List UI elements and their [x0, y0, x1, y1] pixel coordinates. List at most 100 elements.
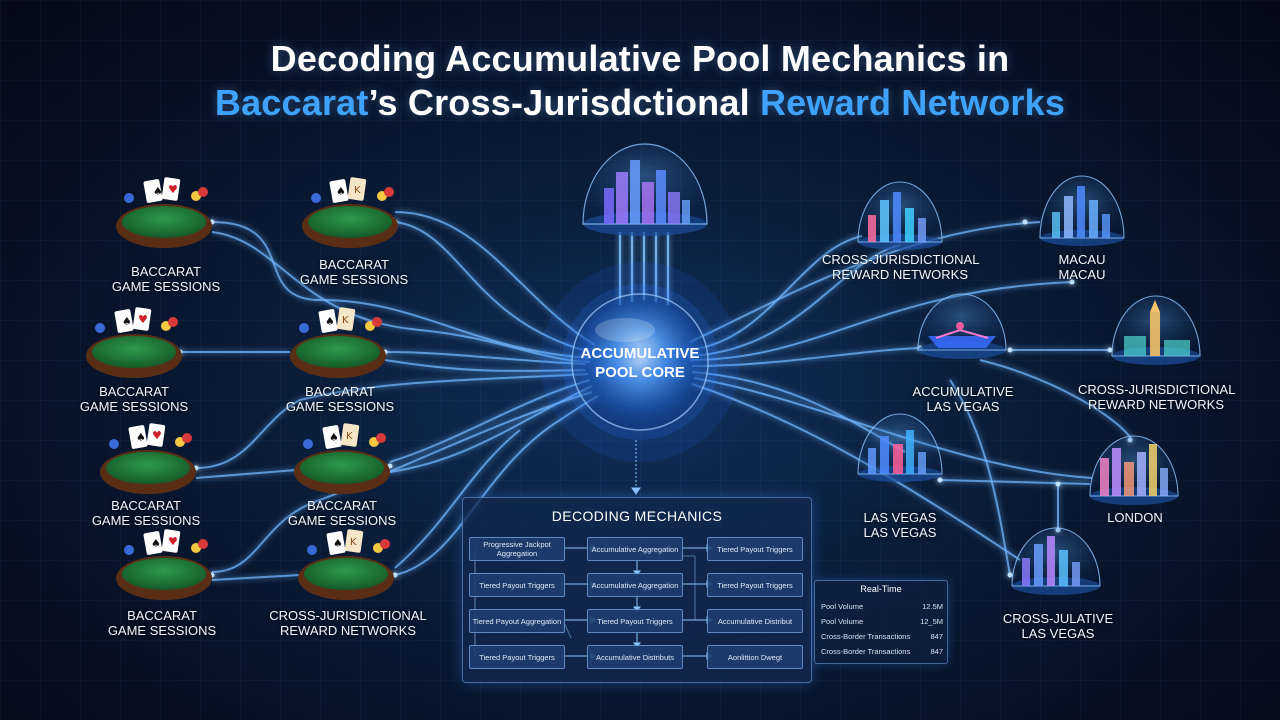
right-node-7-line1: CROSS-JULATIVE: [1002, 611, 1114, 626]
baccarat-table-7: ♠ ♥: [116, 529, 212, 600]
svg-text:♥: ♥: [168, 535, 178, 548]
right-node-label-3: ACCUMULATIVE LAS VEGAS: [898, 384, 1028, 414]
wire-bundle-top: [618, 232, 670, 305]
dome-las-vegas: [857, 413, 943, 482]
left-node-4-line2: GAME SESSIONS: [285, 399, 395, 414]
wire-bundle-right: [689, 221, 1133, 576]
right-node-label-2: MACAU MACAU: [1032, 252, 1132, 282]
svg-text:K: K: [346, 431, 353, 442]
left-node-7-line2: GAME SESSIONS: [107, 623, 217, 638]
svg-text:♠: ♠: [333, 537, 343, 550]
stat-row-4: Cross-Border Transactions 847: [821, 647, 943, 656]
svg-text:♠: ♠: [136, 431, 146, 444]
page-title-line-2: Baccarat’s Cross-Jurisdctional Reward Ne…: [0, 82, 1280, 124]
left-node-2-line1: BACCARAT: [319, 257, 389, 272]
decoding-mechanics-panel: DECODING MECHANICS Progressive Jackpot A…: [462, 497, 812, 683]
stat-row-1: Pool Volume 12.5M: [821, 602, 943, 611]
stat-row-2: Pool Volume 12_5M: [821, 617, 943, 626]
svg-text:♠: ♠: [329, 431, 339, 444]
mechanics-box-6: Tiered Payout Triggers: [707, 573, 803, 597]
svg-text:K: K: [354, 185, 361, 196]
svg-text:♠: ♠: [325, 315, 335, 328]
right-node-5-line1: LAS VEGAS: [863, 510, 937, 525]
left-node-2-line2: GAME SESSIONS: [299, 272, 409, 287]
right-node-1-line1: CROSS-JURISDICTIONAL: [822, 252, 980, 267]
left-node-6-line1: BACCARAT: [307, 498, 377, 513]
right-node-label-1: CROSS-JURISDICTIONAL REWARD NETWORKS: [822, 252, 980, 282]
svg-text:♠: ♠: [122, 315, 132, 328]
svg-text:♥: ♥: [152, 429, 162, 442]
left-node-1-line1: BACCARAT: [131, 264, 201, 279]
right-node-label-5: LAS VEGAS LAS VEGAS: [840, 510, 960, 540]
stat-row-3: Cross-Border Transactions 847: [821, 632, 943, 641]
left-node-8-line2: REWARD NETWORKS: [279, 623, 417, 638]
left-node-5-line1: BACCARAT: [111, 498, 181, 513]
mechanics-box-1: Progressive Jackpot Aggregation: [469, 537, 565, 561]
right-node-2-line2: MACAU: [1058, 267, 1106, 282]
left-node-label-4: BACCARAT GAME SESSIONS: [270, 384, 410, 414]
right-node-label-4: CROSS-JURISDICTIONAL REWARD NETWORKS: [1078, 382, 1235, 412]
right-node-3-line1: ACCUMULATIVE: [912, 384, 1014, 399]
realtime-stats-title: Real-Time: [860, 584, 902, 594]
left-node-label-1: BACCARAT GAME SESSIONS: [96, 264, 236, 294]
baccarat-table-8: ♠ K: [298, 529, 394, 600]
title-middle-text: ’s Cross-Jurisdctional: [368, 82, 760, 123]
svg-text:K: K: [350, 537, 357, 548]
decoding-mechanics-title: DECODING MECHANICS: [551, 508, 723, 524]
stat-value: 847: [930, 632, 943, 641]
baccarat-table-6: ♠ K: [294, 423, 390, 494]
mechanics-box-8: Tiered Payout Triggers: [587, 609, 683, 633]
svg-text:♠: ♠: [336, 185, 346, 198]
right-node-5-line2: LAS VEGAS: [863, 525, 937, 540]
realtime-stats-panel: Real-Time Pool Volume 12.5M Pool Volume …: [814, 580, 948, 664]
right-node-label-7: CROSS-JULATIVE LAS VEGAS: [990, 611, 1126, 641]
pool-core-label: ACCUMULATIVE POOL CORE: [580, 345, 700, 381]
left-node-4-line1: BACCARAT: [305, 384, 375, 399]
stat-value: 12.5M: [922, 602, 943, 611]
mechanics-box-5: Accumulative Aggregation: [587, 573, 683, 597]
baccarat-table-4: ♠ K: [290, 307, 386, 378]
stat-label: Pool Volume: [821, 602, 864, 611]
stat-label: Cross-Border Transactions: [821, 632, 911, 641]
mechanics-box-3: Tiered Payout Triggers: [707, 537, 803, 561]
left-node-3-line2: GAME SESSIONS: [79, 399, 189, 414]
right-node-1-line2: REWARD NETWORKS: [831, 267, 969, 282]
left-node-label-6: BACCARAT GAME SESSIONS: [272, 498, 412, 528]
mechanics-box-9: Accumulative Distribut: [707, 609, 803, 633]
left-node-7-line1: BACCARAT: [127, 608, 197, 623]
title-highlight-reward-networks: Reward Networks: [759, 82, 1066, 123]
core-to-panel-arrow: [631, 440, 641, 495]
mechanics-box-4: Tiered Payout Triggers: [469, 573, 565, 597]
right-node-2-line1: MACAU: [1058, 252, 1106, 267]
baccarat-table-3: ♠ ♥: [86, 307, 182, 378]
svg-text:♥: ♥: [168, 183, 178, 196]
left-node-label-2: BACCARAT GAME SESSIONS: [284, 257, 424, 287]
left-node-8-line1: CROSS-JURISDICTIONAL: [269, 608, 427, 623]
baccarat-table-1: ♠ ♥: [116, 177, 212, 248]
dome-las-vegas-stadium: [917, 293, 1007, 359]
right-node-7-line2: LAS VEGAS: [1021, 626, 1095, 641]
left-node-label-7: BACCARAT GAME SESSIONS: [92, 608, 232, 638]
pool-core-orb: [540, 262, 740, 462]
baccarat-table-2: ♠ K: [302, 177, 398, 248]
svg-text:♥: ♥: [138, 313, 148, 326]
left-node-label-8: CROSS-JURISDICTIONAL REWARD NETWORKS: [268, 608, 428, 638]
dome-macau: [1039, 175, 1125, 246]
mechanics-box-12: Aonlittion Dwegt: [707, 645, 803, 669]
mechanics-box-10: Tiered Payout Triggers: [469, 645, 565, 669]
left-node-1-line2: GAME SESSIONS: [111, 279, 221, 294]
mechanics-box-2: Accumulative Aggregation: [587, 537, 683, 561]
stat-label: Pool Volume: [821, 617, 864, 626]
mechanics-box-7: Tiered Payout Aggregation: [469, 609, 565, 633]
svg-text:♠: ♠: [151, 537, 161, 550]
left-node-6-line2: GAME SESSIONS: [287, 513, 397, 528]
stat-value: 12_5M: [920, 617, 943, 626]
svg-text:K: K: [342, 315, 349, 326]
left-node-label-3: BACCARAT GAME SESSIONS: [64, 384, 204, 414]
top-city-dome: [582, 143, 708, 236]
left-node-label-5: BACCARAT GAME SESSIONS: [76, 498, 216, 528]
left-node-3-line1: BACCARAT: [99, 384, 169, 399]
stat-label: Cross-Border Transactions: [821, 647, 911, 656]
